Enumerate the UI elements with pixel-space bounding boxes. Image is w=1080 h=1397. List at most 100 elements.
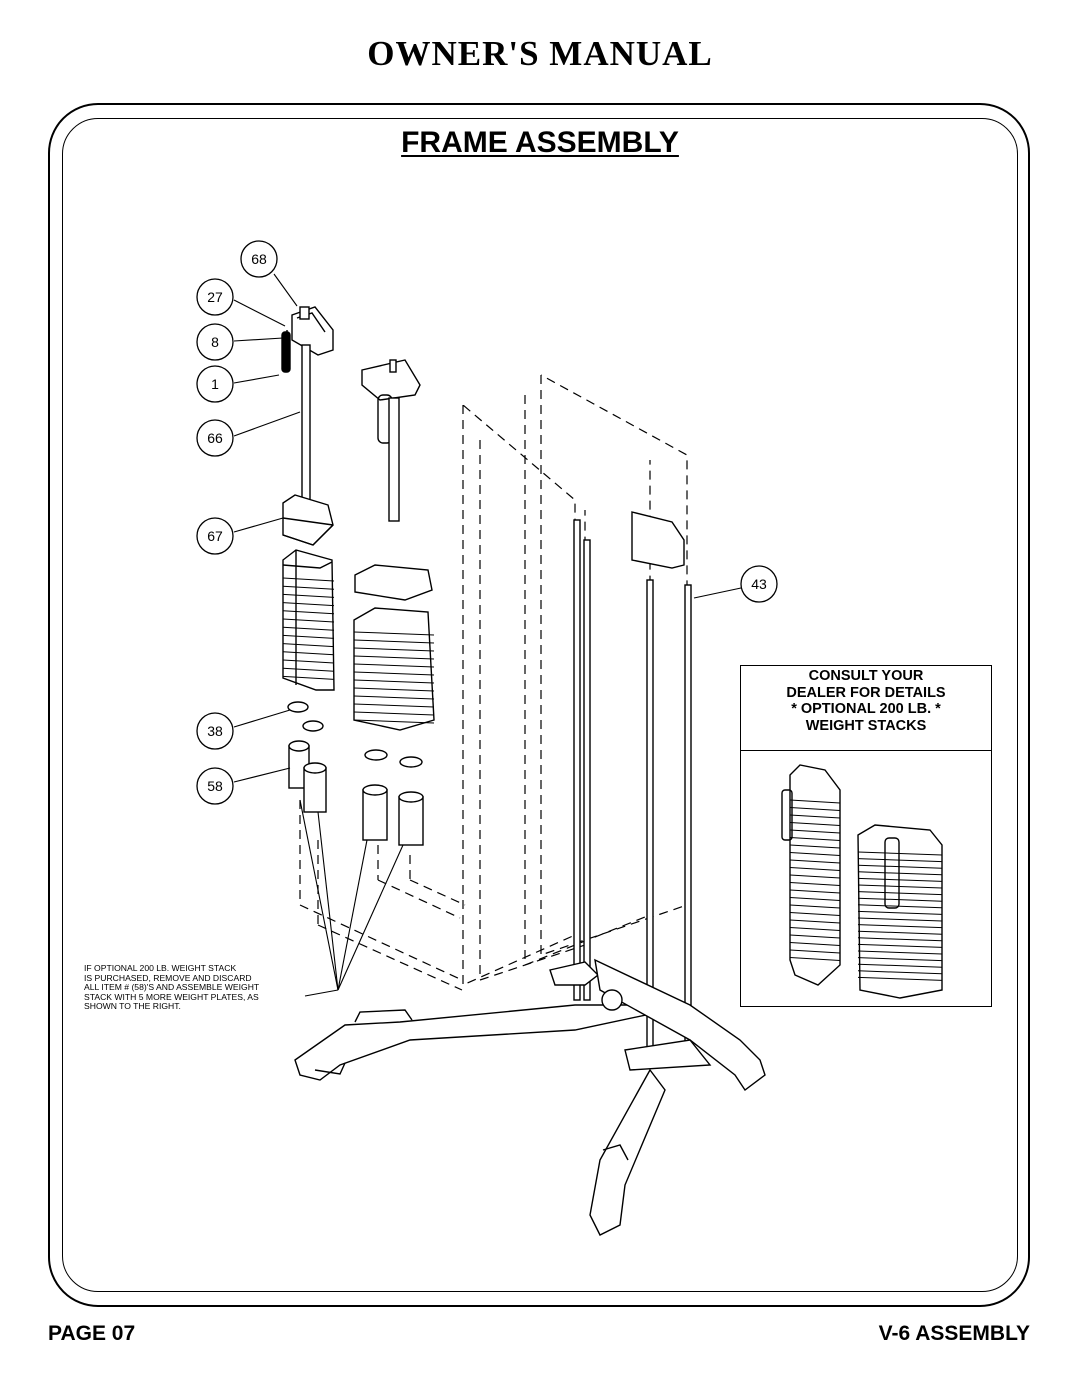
manual-title: OWNER'S MANUAL (367, 34, 713, 73)
part-number-label: 38 (207, 723, 223, 739)
part-number-label: 8 (211, 334, 219, 350)
weight-plate-line (353, 711, 435, 716)
weight-plate-line (353, 679, 435, 684)
callout-divider (740, 750, 992, 751)
middle-stack-plate-lines (353, 631, 435, 724)
weight-plate-line (789, 942, 841, 946)
weight-plate-line (857, 910, 943, 915)
weight-plate-line (282, 675, 335, 680)
note-line: STACK WITH 5 MORE WEIGHT PLATES, AS (84, 991, 259, 1002)
weight-plate-line (857, 930, 943, 935)
weight-plate-line (857, 976, 943, 981)
weight-plate-line (353, 631, 435, 636)
middle-selector-rod (388, 397, 400, 522)
part-number-label: 58 (207, 778, 223, 794)
note-line: SHOWN TO THE RIGHT. (84, 1001, 181, 1012)
frame-border-outer (48, 103, 1030, 1307)
weight-plate-line (789, 912, 841, 916)
weight-plate-line (857, 957, 943, 962)
weight-plate-line (857, 897, 943, 902)
weight-plate-line (857, 858, 943, 863)
left-top-plate (282, 494, 334, 546)
weight-plate-line (857, 917, 943, 922)
weight-plate-line (353, 639, 435, 644)
section-title: FRAME ASSEMBLY (401, 126, 679, 159)
weight-plate-line (353, 663, 435, 668)
left-top-bracket (281, 306, 334, 373)
middle-top-plate (354, 564, 433, 601)
weight-plate-line (789, 889, 841, 894)
weight-plate-line (857, 950, 943, 955)
weight-plate-line (282, 643, 335, 648)
weight-plate-line (789, 837, 841, 841)
part-number-label: 67 (207, 528, 223, 544)
weight-plate-line (353, 655, 435, 660)
weight-plate-line (789, 874, 841, 879)
weight-plate-line (789, 904, 841, 909)
leader-lines (233, 273, 742, 997)
weight-plate-line (857, 970, 943, 975)
note-line: IS PURCHASED, REMOVE AND DISCARD (84, 972, 252, 983)
weight-plate-line (282, 577, 335, 582)
weight-plate-line (857, 891, 943, 896)
weight-plate-line (789, 807, 841, 811)
weight-plate-line (789, 852, 841, 856)
weight-plate-line (857, 924, 943, 929)
frame-border-inner (62, 118, 1018, 1292)
weight-plate-line (353, 647, 435, 652)
weight-plate-line (857, 851, 943, 856)
callout-line: DEALER FOR DETAILS (786, 684, 946, 701)
weight-plate-line (282, 602, 335, 607)
weight-plate-line (789, 829, 841, 834)
weight-plate-line (282, 667, 335, 672)
weight-plate-line (857, 963, 943, 968)
weight-plate-line (857, 904, 943, 909)
weight-plate-line (789, 844, 841, 849)
left-stack-plate-lines (282, 577, 335, 680)
callout-line: WEIGHT STACKS (805, 717, 927, 734)
weight-plate-line (789, 882, 841, 886)
note-line: IF OPTIONAL 200 LB. WEIGHT STACK (84, 963, 237, 973)
weight-plate-line (857, 943, 943, 948)
weight-plate-line (789, 919, 841, 924)
part-number-label: 1 (211, 376, 219, 392)
weight-plate-line (353, 719, 435, 724)
part-number-label: 68 (251, 251, 267, 267)
weight-plate-line (353, 671, 435, 676)
model-assembly-label: V-6 ASSEMBLY (878, 1322, 1030, 1345)
optional-stack-plate-lines (789, 799, 943, 981)
weight-plate-line (789, 897, 841, 901)
weight-plate-line (857, 871, 943, 876)
weight-plate-line (282, 618, 335, 623)
weight-plate-line (282, 593, 335, 598)
weight-plate-line (282, 626, 335, 631)
weight-plate-line (789, 957, 841, 961)
weight-plate-line (282, 651, 335, 656)
weight-plate-line (353, 703, 435, 708)
middle-washers-and-weights (362, 749, 424, 846)
weight-plate-line (789, 867, 841, 871)
weight-plate-line (789, 822, 841, 826)
weight-plate-line (282, 634, 335, 639)
callout-line: * OPTIONAL 200 LB. * (791, 701, 941, 717)
weight-plate-line (789, 949, 841, 954)
part-number-label: 66 (207, 430, 223, 446)
weight-plate-line (857, 884, 943, 889)
weight-plate-line (789, 927, 841, 931)
optional-stack-callout-text: CONSULT YOUR DEALER FOR DETAILS * OPTION… (740, 668, 992, 734)
left-washers-and-weights (287, 701, 327, 813)
weight-plate-line (282, 659, 335, 664)
part-callouts: 68 27 8 1 66 67 38 58 43 (196, 240, 778, 805)
page-number: PAGE 07 (48, 1322, 136, 1345)
weight-plate-line (353, 695, 435, 700)
part-number-label: 27 (207, 289, 223, 305)
part-number-label: 43 (751, 576, 767, 592)
left-selector-rod (301, 344, 311, 511)
weight-plate-line (282, 610, 335, 615)
optional-stack-callout-box (740, 665, 992, 1007)
callout-line: CONSULT YOUR (808, 668, 924, 684)
optional-stack-note: IF OPTIONAL 200 LB. WEIGHT STACK IS PURC… (84, 963, 334, 1012)
weight-plate-line (353, 687, 435, 692)
weight-plate-line (857, 877, 943, 882)
